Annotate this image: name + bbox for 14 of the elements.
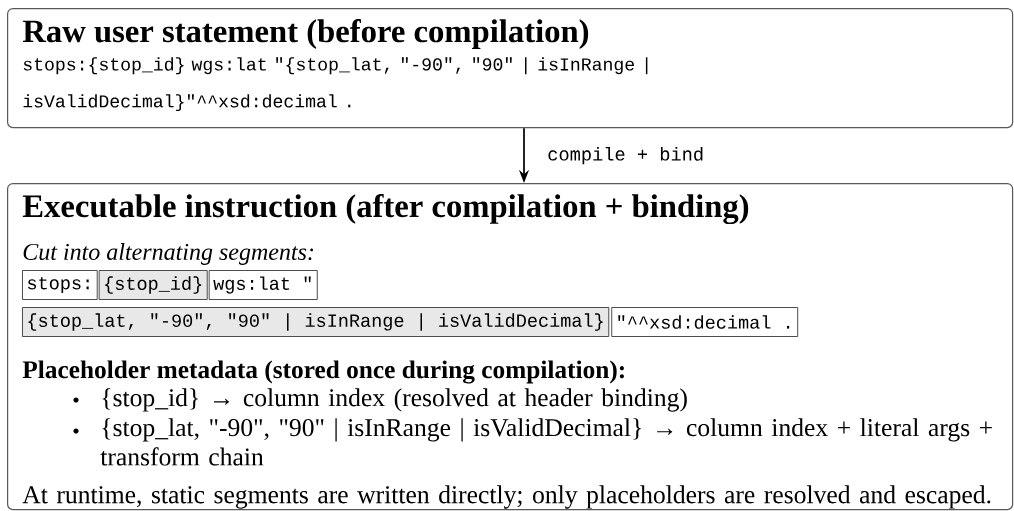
edge-label: compile + bind xyxy=(548,146,703,165)
segment-box: "^^xsd:decimal . xyxy=(611,307,799,337)
bullet-item: {stop_lat, "-90", "90" | isInRange | isValidDecimal} → column index + literal args + transform chain xyxy=(100,418,992,466)
heading: Placeholder metadata (stored once during compilation): xyxy=(22,360,624,384)
segment-box: stops: xyxy=(22,270,98,300)
bullet-item: {stop_id} → column index (resolved at header binding) xyxy=(102,388,687,412)
segment-box: wgs:lat " xyxy=(208,270,318,300)
segment-box: {stop_id} xyxy=(98,270,208,300)
heading: Executable instruction (after compilation + binding) xyxy=(22,193,749,225)
segment-box: {stop_lat, "-90", "90" | isInRange | isValidDecimal} xyxy=(22,307,610,337)
intro-text: Cut into alternating segments: xyxy=(23,243,314,265)
code-text: stops:{stop_id} wgs:lat "{stop_lat, "-90", "90" | isInRange | isValidDecimal}"^^xsd:decimal . xyxy=(23,57,648,112)
note-text: At runtime, static segments are written directly; only placeholders are resolved and escaped. xyxy=(22,485,991,509)
heading: Raw user statement (before compilation) xyxy=(22,19,589,49)
